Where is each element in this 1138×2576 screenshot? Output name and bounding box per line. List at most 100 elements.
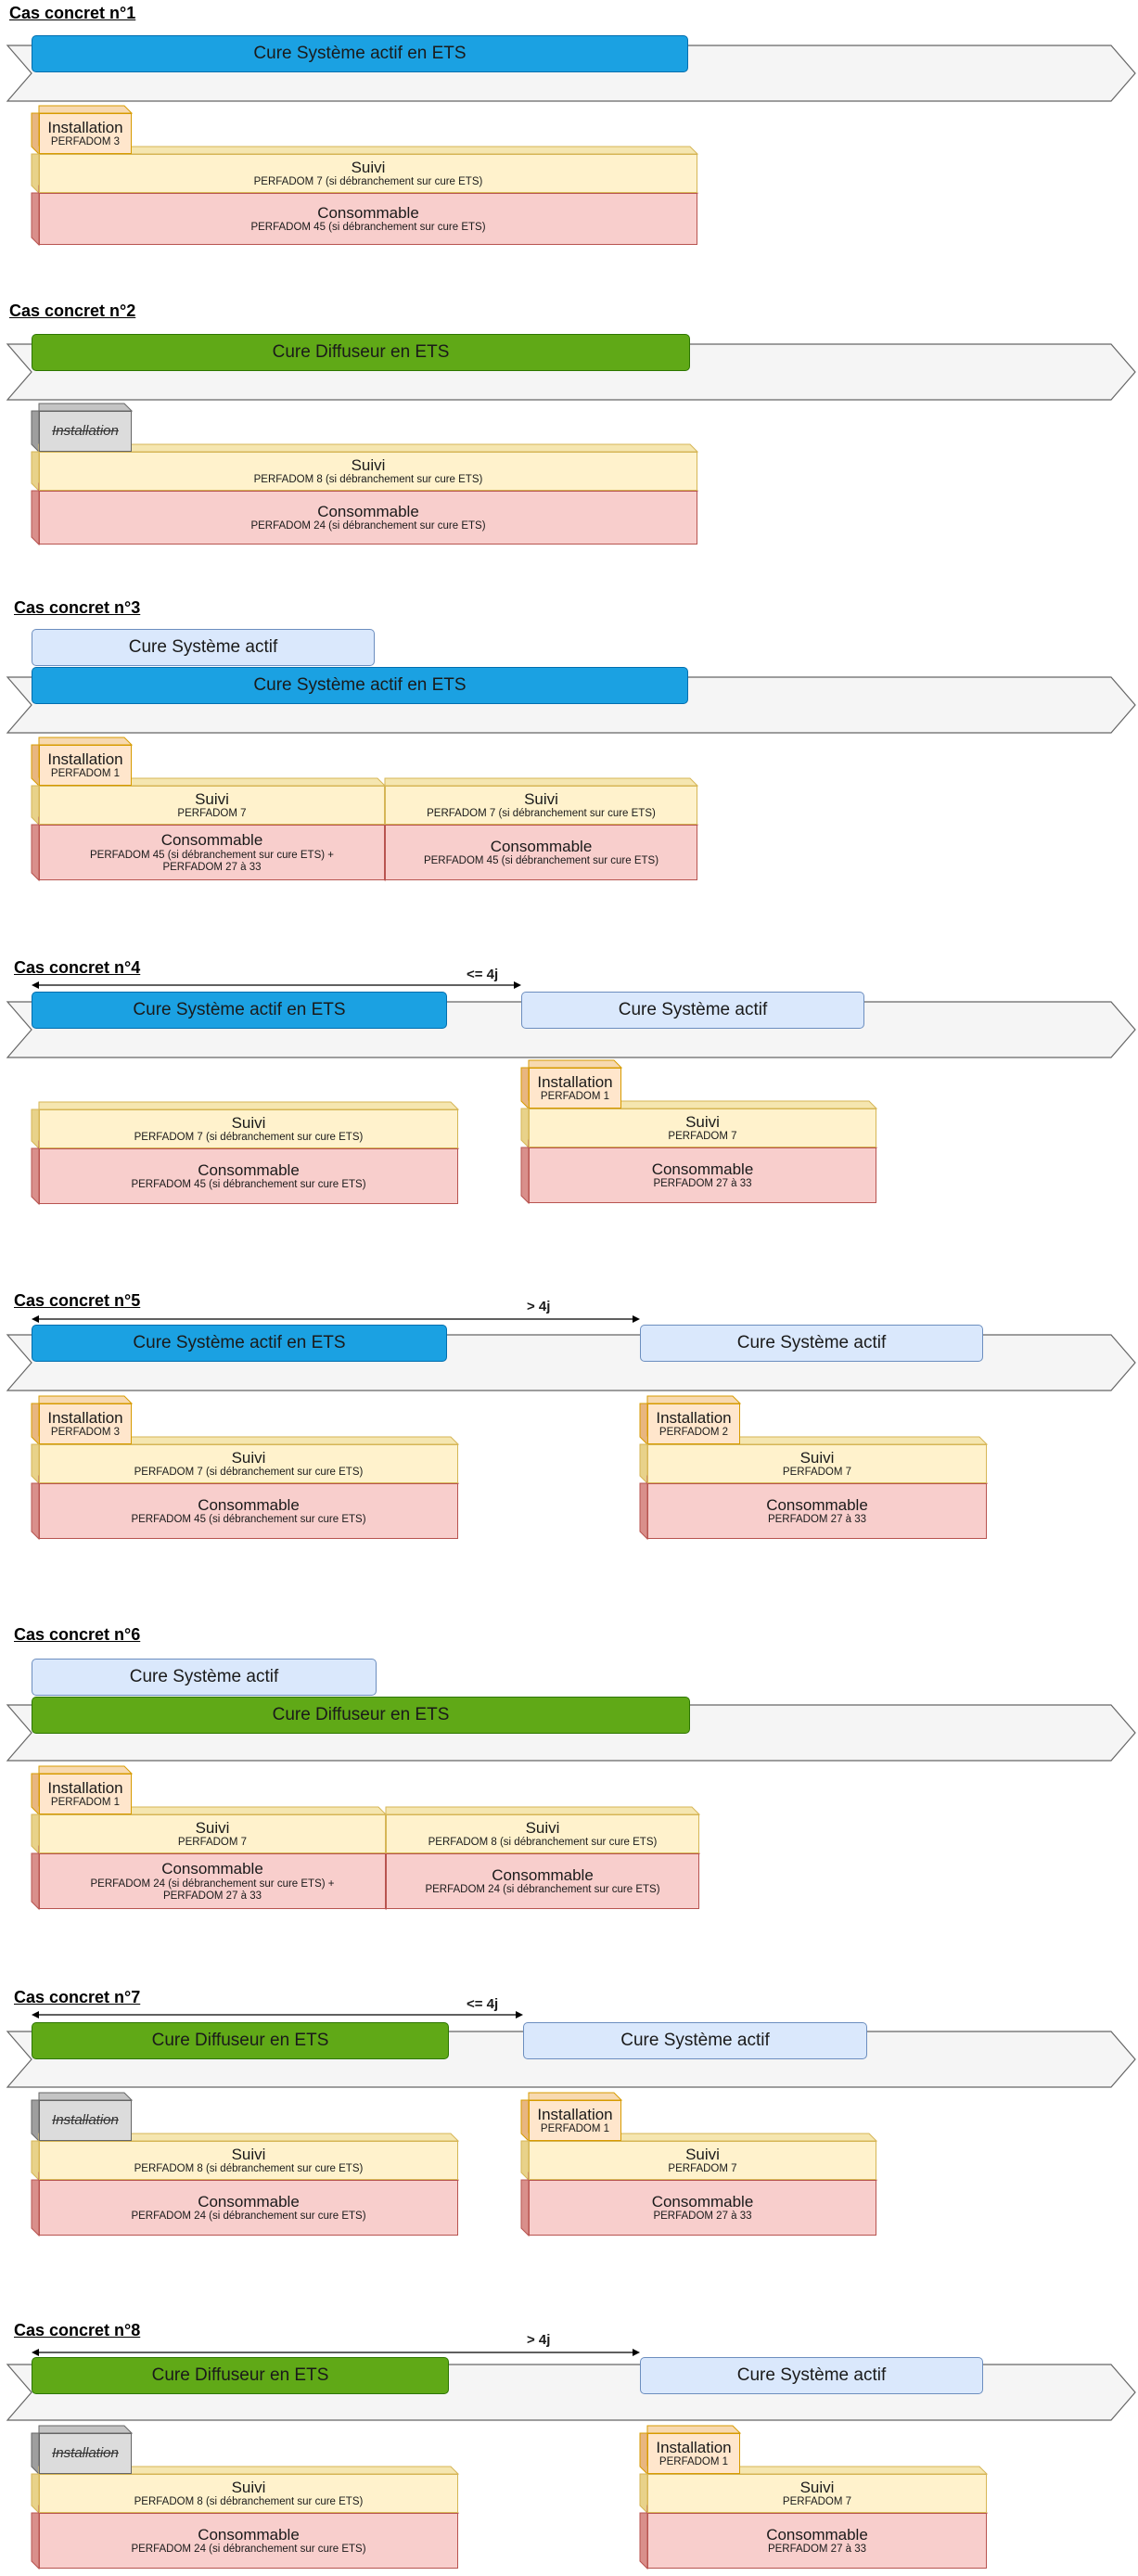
block-side-face	[31, 1852, 40, 1911]
block-top-face	[38, 2425, 134, 2434]
gap-arrowhead-right	[633, 1315, 640, 1323]
consommable-title: Consommable	[160, 831, 263, 849]
installation-perfadom: PERFADOM 3	[50, 136, 121, 148]
block-side-face	[639, 1403, 648, 1446]
cure-ets-box: Cure Système actif en ETS	[32, 35, 688, 72]
block-top-face	[38, 105, 134, 114]
block-top-face	[528, 2092, 623, 2101]
block-top-face	[38, 146, 699, 155]
gap-arrowhead-left	[32, 981, 39, 989]
consommable-perfadom: PERFADOM 24 (si débranchement sur cure E…	[131, 2544, 366, 2556]
cure-systeme-actif-box: Cure Système actif	[640, 2357, 983, 2394]
block-side-face	[31, 2512, 40, 2570]
installation-perfadom: PERFADOM 2	[659, 1427, 729, 1439]
block-side-face	[31, 2099, 40, 2143]
suivi-perfadom: PERFADOM 7	[782, 2496, 852, 2508]
cure-systeme-actif-box: Cure Système actif	[32, 1659, 377, 1696]
block-side-face	[520, 1067, 530, 1110]
block-side-face	[520, 1108, 530, 1149]
installation-title: Installation	[47, 1408, 123, 1427]
cure-systeme-actif-box: Cure Système actif	[523, 2022, 867, 2059]
block-side-face	[639, 1443, 648, 1485]
consommable-title: Consommable	[317, 203, 419, 222]
block-side-face	[31, 1773, 40, 1816]
consommable-perfadom: PERFADOM 24 (si débranchement sur cure E…	[425, 1884, 660, 1896]
block-top-face	[384, 777, 699, 787]
block-side-face	[31, 451, 40, 493]
consommable-title: Consommable	[490, 837, 593, 855]
block-side-face	[639, 2432, 648, 2476]
consommable-title: Consommable	[651, 2192, 754, 2211]
suivi-perfadom: PERFADOM 8 (si débranchement sur cure ET…	[428, 1837, 658, 1849]
case-title: Cas concret n°5	[14, 1291, 141, 1310]
block-side-face	[31, 1482, 40, 1541]
block-side-face	[31, 1813, 40, 1855]
suivi-perfadom: PERFADOM 7 (si débranchement sur cure ET…	[134, 1467, 364, 1479]
block-side-face	[31, 410, 40, 454]
consommable-perfadom: PERFADOM 24 (si débranchement sur cure E…	[90, 1878, 335, 1890]
block-top-face	[38, 403, 134, 412]
block-top-face	[38, 443, 699, 453]
cure-ets-box: Cure Système actif en ETS	[32, 667, 688, 704]
installation-title: Installation	[52, 2112, 119, 2129]
suivi-perfadom: PERFADOM 7	[782, 1467, 852, 1479]
consommable-title: Consommable	[198, 2525, 300, 2544]
suivi-title: Suivi	[351, 158, 386, 176]
installation-block-disabled: Installation	[39, 2100, 132, 2141]
consommable-perfadom: PERFADOM 45 (si débranchement sur cure E…	[131, 1514, 366, 1526]
case-title: Cas concret n°4	[14, 958, 141, 977]
gap-arrowhead-right	[514, 981, 521, 989]
suivi-title: Suivi	[231, 1448, 266, 1467]
installation-perfadom: PERFADOM 1	[50, 1797, 121, 1809]
consommable-title: Consommable	[492, 1865, 594, 1884]
block-side-face	[520, 2179, 530, 2237]
suivi-perfadom: PERFADOM 8 (si débranchement sur cure ET…	[253, 474, 483, 486]
consommable-title: Consommable	[317, 502, 419, 520]
installation-title: Installation	[656, 2438, 732, 2456]
cure-systeme-actif-box: Cure Système actif	[521, 992, 864, 1029]
case-title: Cas concret n°2	[9, 301, 136, 320]
block-side-face	[31, 1147, 40, 1206]
installation-perfadom: PERFADOM 1	[540, 1091, 610, 1103]
block-side-face	[31, 1403, 40, 1446]
cure-diffuseur-box: Cure Diffuseur en ETS	[32, 334, 690, 371]
block-top-face	[38, 1101, 460, 1110]
block-side-face	[520, 2099, 530, 2143]
gap-arrowhead-left	[32, 2011, 39, 2019]
block-side-face	[31, 824, 40, 882]
suivi-perfadom: PERFADOM 8 (si débranchement sur cure ET…	[134, 2163, 364, 2175]
suivi-title: Suivi	[799, 1448, 835, 1467]
installation-perfadom: PERFADOM 1	[659, 2456, 729, 2468]
installation-title: Installation	[47, 750, 123, 768]
gap-duration-label: <= 4j	[467, 1996, 499, 2012]
suivi-title: Suivi	[231, 1113, 266, 1132]
installation-perfadom: PERFADOM 1	[50, 768, 121, 780]
consommable-title: Consommable	[161, 1860, 263, 1878]
suivi-title: Suivi	[799, 2478, 835, 2496]
block-side-face	[31, 2473, 40, 2515]
case-title: Cas concret n°6	[14, 1625, 141, 1644]
suivi-title: Suivi	[195, 1818, 230, 1837]
installation-perfadom: PERFADOM 3	[50, 1427, 121, 1439]
installation-block-disabled: Installation	[39, 2433, 132, 2474]
block-side-face	[520, 1147, 530, 1205]
installation-title: Installation	[537, 2105, 613, 2123]
suivi-perfadom: PERFADOM 8 (si débranchement sur cure ET…	[134, 2496, 364, 2508]
